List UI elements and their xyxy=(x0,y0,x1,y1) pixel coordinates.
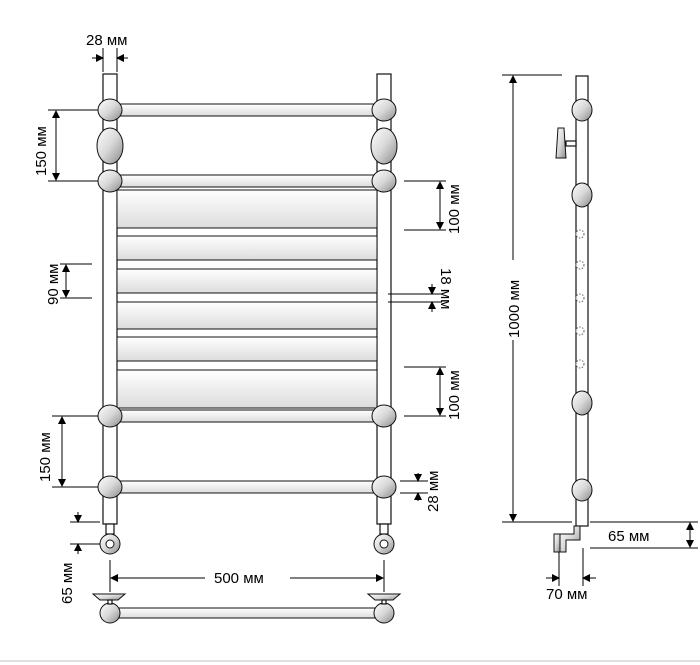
top-round-rung xyxy=(116,103,378,117)
label-500: 500 мм xyxy=(214,570,264,587)
label-1000: 1000 мм xyxy=(506,280,523,338)
front-view xyxy=(96,73,398,555)
left-wall-mount xyxy=(96,127,124,165)
right-wall-mount xyxy=(370,127,398,165)
top-view xyxy=(91,593,402,624)
label-18: 18 мм xyxy=(437,268,454,309)
label-28-top: 28 мм xyxy=(86,32,127,49)
upper-flat-panel xyxy=(116,189,378,229)
label-65-side: 65 мм xyxy=(608,528,649,545)
bottom-round-rung xyxy=(116,480,378,494)
label-65-left: 65 мм xyxy=(59,563,76,604)
side-view xyxy=(553,75,593,553)
flat-bar-3 xyxy=(116,301,378,330)
flat-bar-4 xyxy=(116,336,378,362)
second-round-rung xyxy=(116,174,378,188)
label-70: 70 мм xyxy=(546,586,587,603)
label-100-lower: 100 мм xyxy=(446,370,463,420)
dimension-lines xyxy=(48,48,698,592)
flat-bar-1 xyxy=(116,235,378,261)
label-150-bottom: 150 мм xyxy=(37,432,54,482)
joints xyxy=(97,98,397,499)
flat-bar-2 xyxy=(116,268,378,294)
label-150-top: 150 мм xyxy=(33,126,50,176)
lower-flat-panel xyxy=(116,369,378,409)
label-100-upper: 100 мм xyxy=(446,184,463,234)
third-round-rung xyxy=(116,409,378,423)
bottom-connectors xyxy=(99,523,395,555)
label-28-bottom: 28 мм xyxy=(425,471,442,512)
label-90: 90 мм xyxy=(45,264,62,305)
dimension-labels: 28 мм 150 мм 100 мм 90 мм 18 мм 100 мм 1… xyxy=(33,32,649,604)
